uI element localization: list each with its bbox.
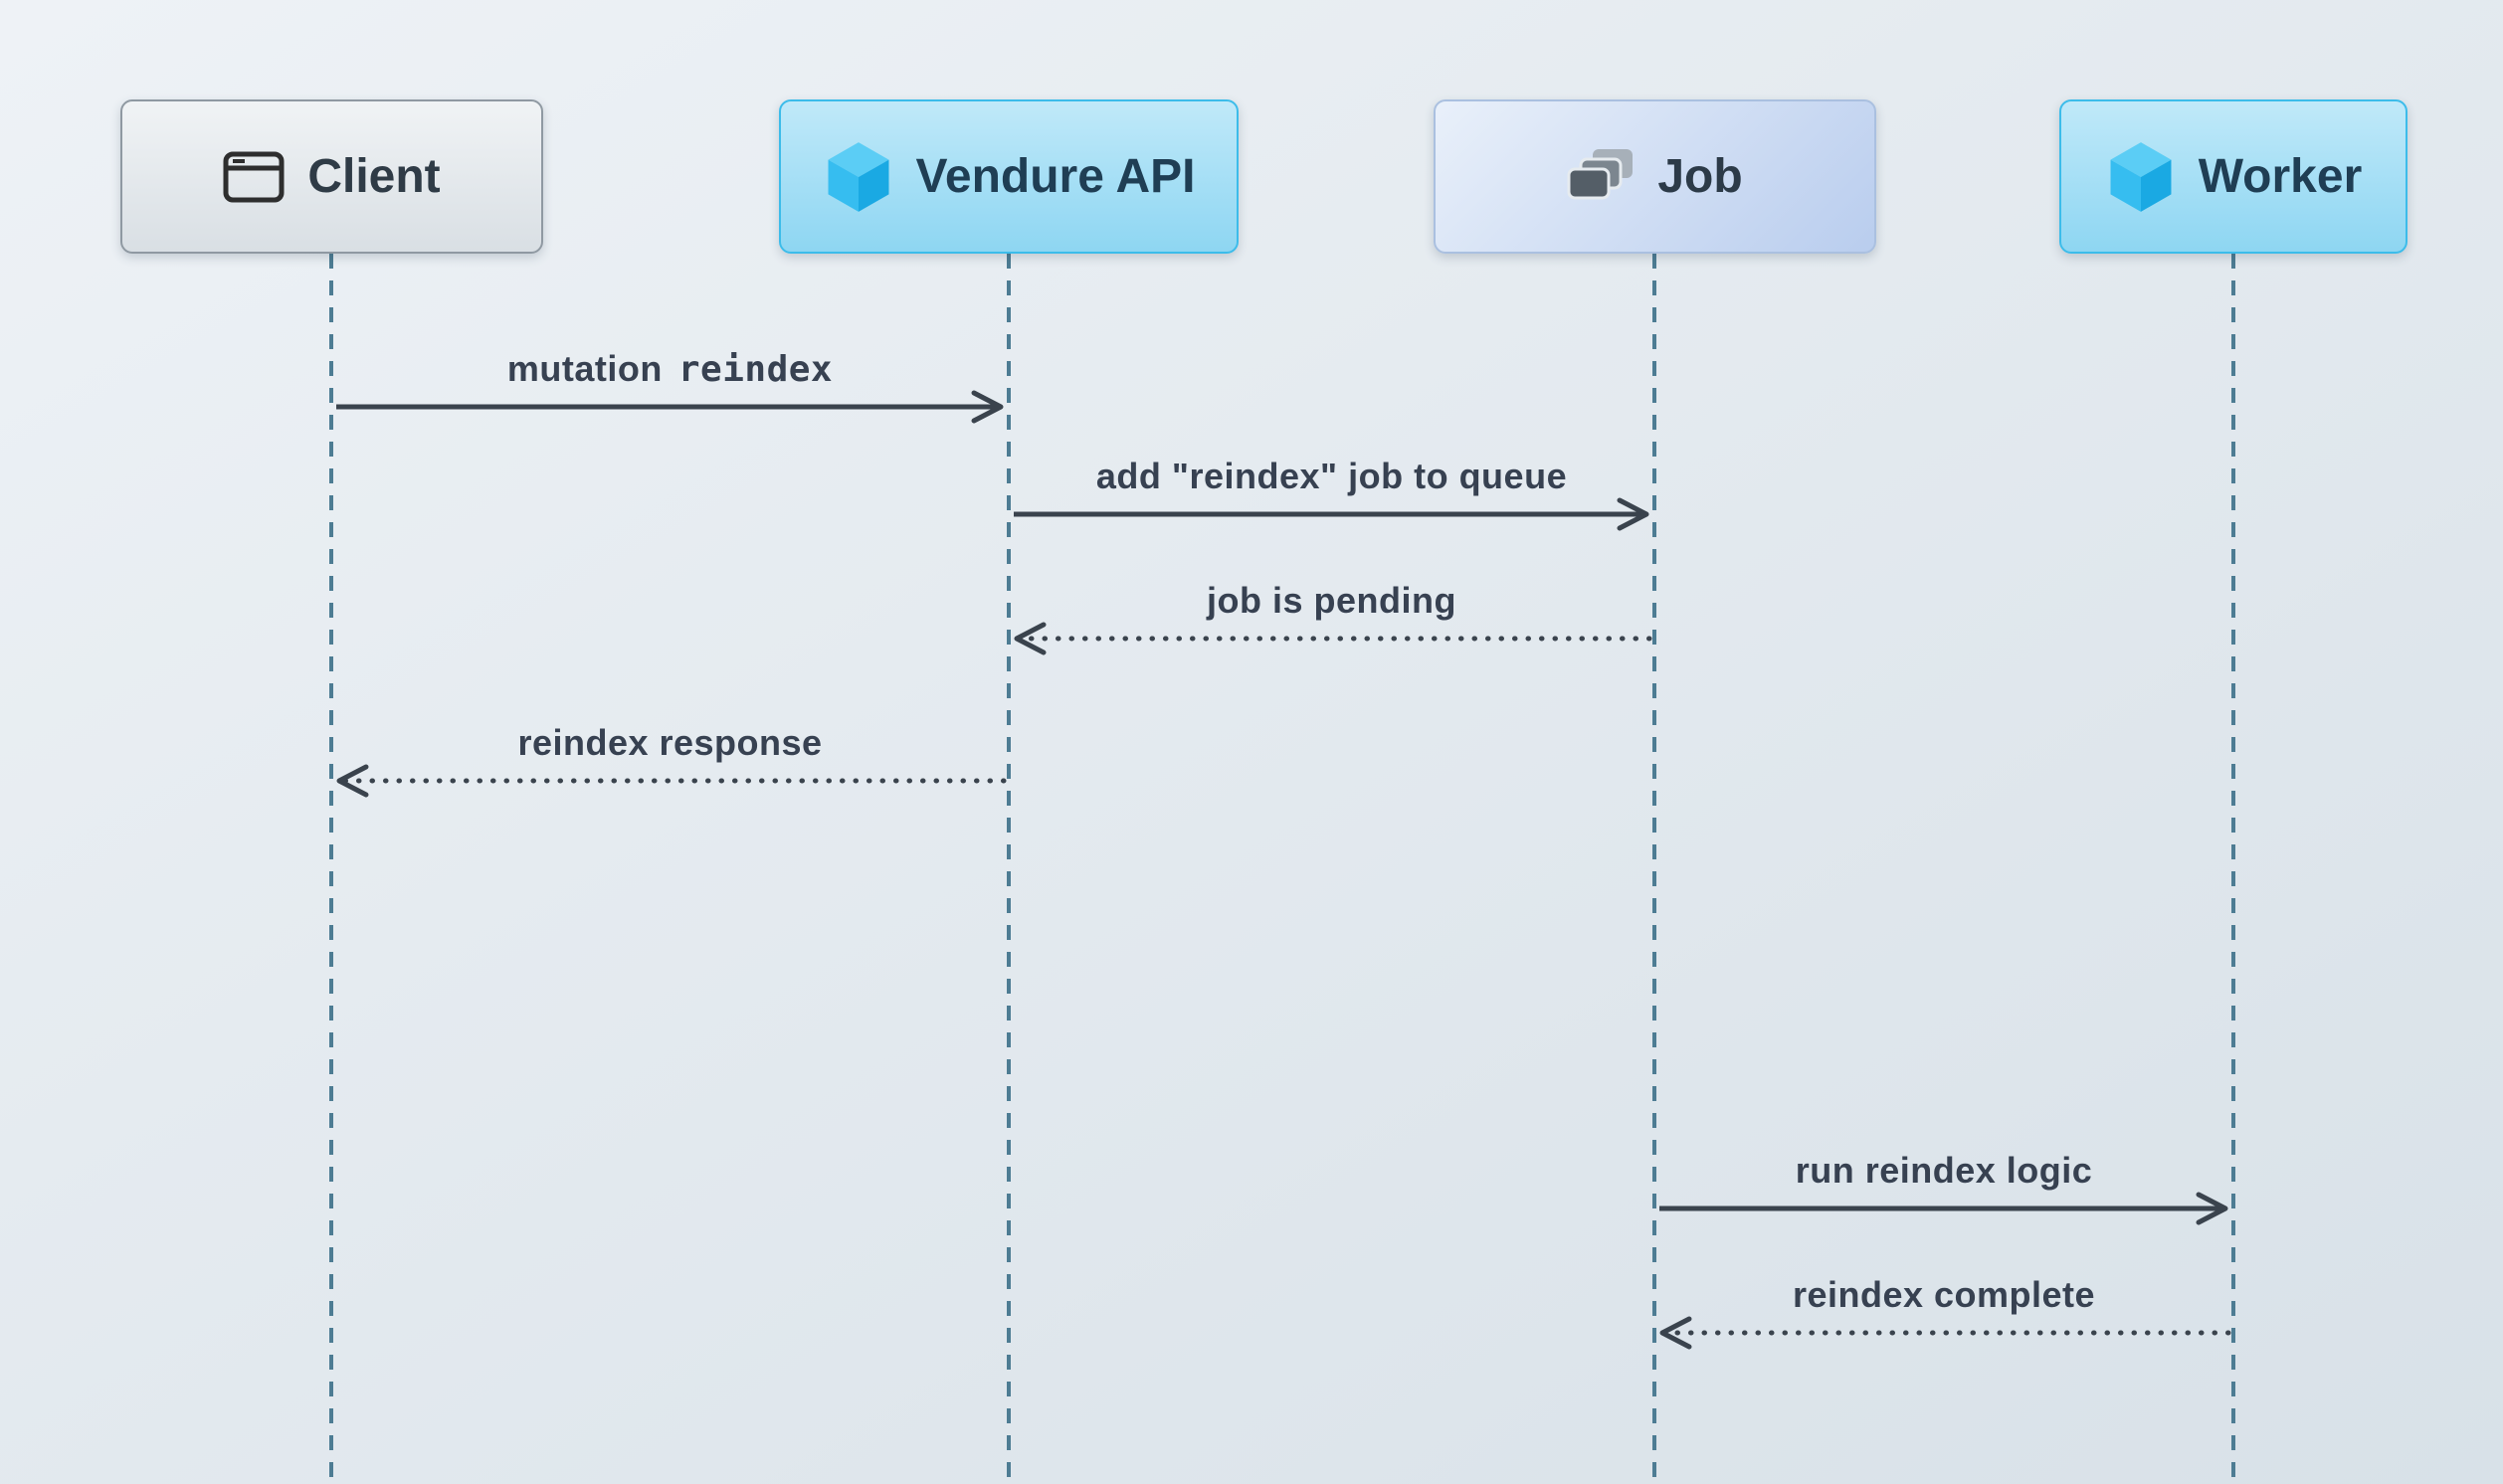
message-arrow-2 [1014,497,1649,531]
message-label-1: mutation reindex [507,348,833,390]
message-text: mutation [506,348,663,389]
actor-label-worker: Worker [2198,150,2363,203]
layers-icon [1566,147,1636,207]
browser-window-icon [222,148,286,206]
actor-box-worker: Worker [2059,99,2407,254]
message-text: reindex complete [1792,1274,2096,1315]
message-text: run reindex logic [1795,1150,2093,1191]
message-label-6: reindex complete [1793,1274,2095,1316]
actor-box-vendure-api: Vendure API [779,99,1239,254]
actor-box-client: Client [119,99,543,254]
message-label-4: reindex response [517,722,822,764]
actor-box-job: Job [1433,99,1876,254]
message-text: add "reindex" job to queue [1095,456,1568,496]
message-arrow-4 [336,764,1007,798]
message-arrow-6 [1659,1316,2231,1350]
message-arrow-5 [1659,1192,2228,1225]
vendure-cube-icon [2105,140,2177,214]
message-label-3: job is pending [1207,580,1456,622]
vendure-cube-icon [823,140,894,214]
message-label-5: run reindex logic [1796,1150,2093,1192]
actor-label-job: Job [1657,150,1743,203]
message-arrow-3 [1014,622,1652,655]
actor-label-vendure-api: Vendure API [915,150,1196,203]
message-arrow-1 [336,390,1004,424]
actor-label-client: Client [307,150,441,203]
message-label-2: add "reindex" job to queue [1096,456,1567,497]
message-code-text: reindex [677,349,834,390]
message-text: reindex response [517,722,823,763]
message-text: job is pending [1207,580,1456,621]
